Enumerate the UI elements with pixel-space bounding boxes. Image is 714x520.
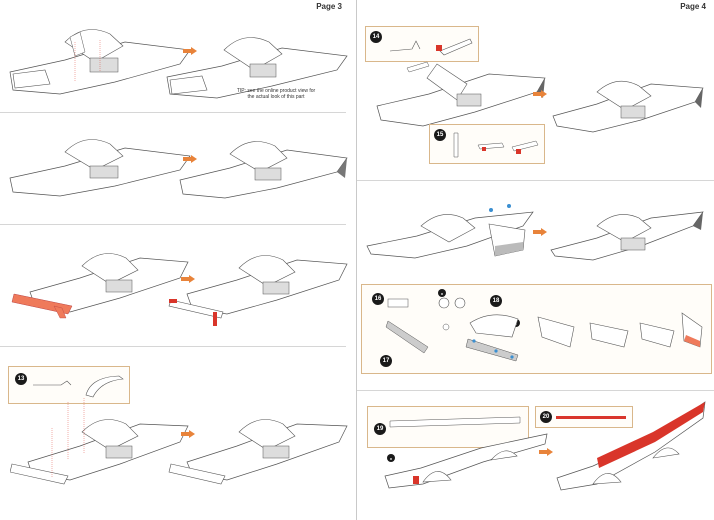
- arrow-icon: [183, 47, 197, 55]
- step-16-badge: 16: [372, 293, 384, 305]
- step-19-callout: 19: [367, 406, 529, 448]
- tip-line-2: the actual look of this part: [247, 94, 305, 100]
- step-13-badge: 13: [15, 373, 27, 385]
- step-17-badge: 17: [380, 355, 392, 367]
- part-19-drawing: [389, 416, 521, 428]
- step-15-callout: 15: [429, 124, 545, 164]
- car-before-step-14: [376, 61, 546, 127]
- car-before-step-3: [11, 253, 189, 319]
- step-20-badge: 20: [540, 411, 552, 423]
- section-divider: [357, 180, 714, 181]
- section-divider: [357, 390, 714, 391]
- car-before-step-16: [366, 204, 534, 259]
- section-divider: [0, 112, 346, 113]
- car-before-step-1: [9, 29, 191, 95]
- page-divider: [356, 0, 357, 520]
- side-body-after: [556, 401, 706, 491]
- part-18-drawing: [465, 314, 519, 362]
- x-badge-a: x: [438, 289, 446, 297]
- step-13-callout: 13: [8, 366, 130, 404]
- car-after-step-16: [550, 211, 704, 261]
- arrow-icon: [533, 228, 547, 236]
- x-badge-c: x: [387, 454, 395, 462]
- page-number: Page 4: [680, 2, 706, 11]
- car-before-step-4: [10, 398, 189, 485]
- tip-line-1: TIP: see the online product view for: [236, 88, 316, 94]
- car-after-step-4: [168, 419, 348, 485]
- car-after-step-1: [166, 37, 348, 99]
- step-14-badge: 14: [370, 31, 382, 43]
- arrow-icon: [533, 90, 547, 98]
- part-13-drawing: [33, 375, 124, 398]
- car-after-step-14: [552, 80, 704, 133]
- part-20-drawing: [556, 416, 626, 419]
- parts-16-17-drawing: [385, 297, 466, 354]
- step-19-badge: 19: [374, 423, 386, 435]
- steps-16-18-callout: 16 17 18 x x: [361, 284, 712, 374]
- arrow-icon: [183, 155, 197, 163]
- arrow-icon: [181, 275, 195, 283]
- section-divider: [0, 224, 346, 225]
- page-4: Page 4 14 15: [357, 0, 714, 520]
- section-divider: [0, 346, 346, 347]
- step-14-callout: 14: [365, 26, 479, 62]
- front-part-18: [488, 223, 526, 257]
- front-assembly-sequence: [537, 312, 703, 348]
- car-after-step-2: [179, 141, 348, 199]
- arrow-icon: [181, 430, 195, 438]
- car-after-step-3: [168, 255, 348, 326]
- step-18-badge: 18: [490, 295, 502, 307]
- part-15-drawing: [453, 132, 539, 158]
- page-3: Page 3 TIP: see the online product view …: [0, 0, 356, 520]
- step-20-callout: 20: [535, 406, 633, 428]
- car-before-step-2: [9, 139, 191, 197]
- step-15-badge: 15: [434, 129, 446, 141]
- page-number: Page 3: [316, 2, 342, 11]
- tip-note: TIP: see the online product view for the…: [228, 88, 324, 100]
- part-14-drawing: [389, 38, 473, 56]
- side-body-before: [384, 433, 548, 489]
- arrow-icon: [539, 448, 553, 456]
